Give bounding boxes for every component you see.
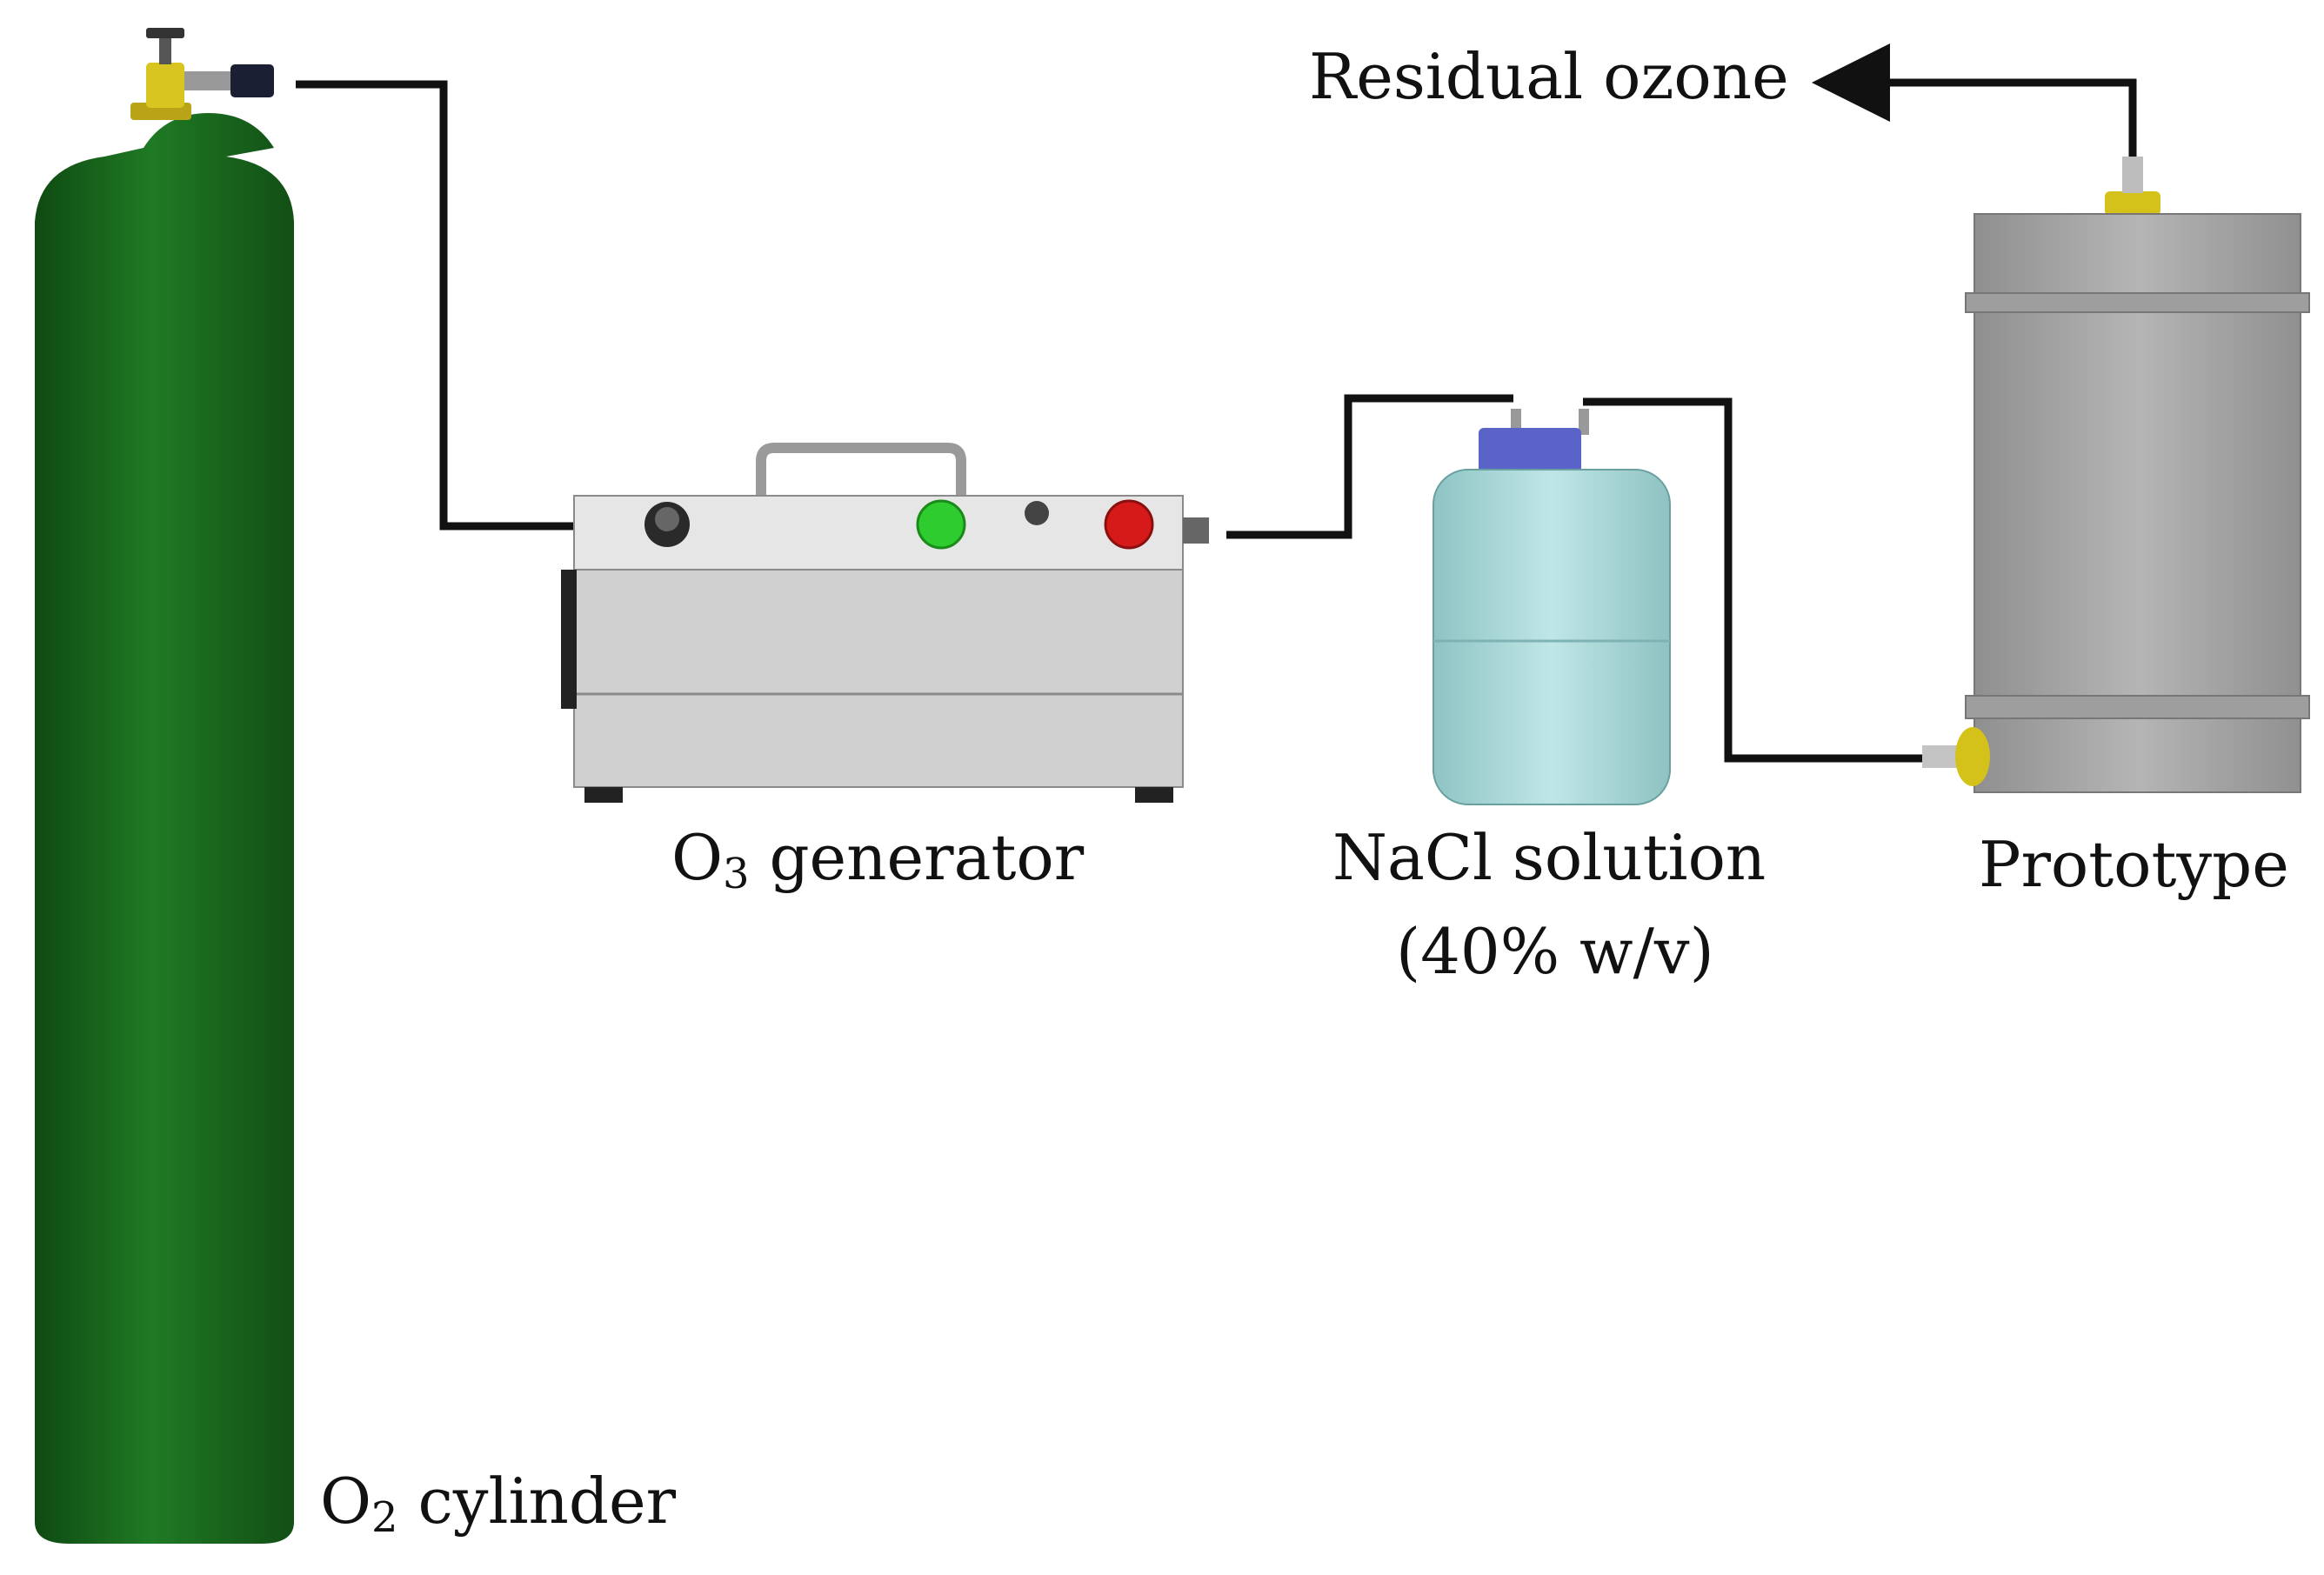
generator-body <box>573 569 1184 788</box>
bottle-body <box>1432 469 1671 805</box>
o3-generator-shape <box>561 443 1209 803</box>
valve-body <box>146 63 184 108</box>
valve-stem <box>159 35 171 64</box>
valve-connector <box>230 64 274 97</box>
tubing <box>296 43 2137 763</box>
prototype-band-top <box>1965 292 2310 313</box>
indicator-led <box>1025 501 1049 525</box>
prototype-inlet-fitting <box>1955 727 1990 786</box>
bottle-nozzle-right <box>1579 409 1589 435</box>
prototype-label: Prototype <box>1979 828 2289 901</box>
prototype-shape <box>1922 157 2310 793</box>
bottle-cap <box>1479 428 1581 473</box>
valve-outlet <box>184 71 237 90</box>
generator-inlet-knob-cap <box>655 507 679 531</box>
generator-foot-right <box>1135 787 1173 803</box>
valve-handle <box>146 28 184 38</box>
tube-bottle-to-prototype <box>1583 397 1927 763</box>
generator-handle <box>756 443 966 496</box>
tube-cylinder-to-generator <box>296 80 639 531</box>
nacl-label-line2: (40% w/v) <box>1396 915 1714 988</box>
generator-foot-left <box>584 787 623 803</box>
generator-outlet-port <box>1183 517 1209 544</box>
green-button <box>916 499 966 550</box>
cylinder-body <box>35 113 294 1544</box>
red-button <box>1104 499 1154 550</box>
o2-cylinder-label: O2 cylinder <box>320 1465 677 1542</box>
prototype-top-fitting <box>2105 191 2160 216</box>
generator-side-vent <box>561 570 577 709</box>
tube-generator-to-bottle <box>1226 394 1513 539</box>
residual-ozone-label: Residual ozone <box>1309 40 1789 113</box>
nacl-bottle-shape <box>1432 409 1671 805</box>
prototype-band-bottom <box>1965 695 2310 719</box>
o3-generator-label: O3 generator <box>671 821 1085 898</box>
o2-cylinder-shape <box>35 28 294 1544</box>
tube-prototype-outlet <box>1812 43 2137 157</box>
prototype-top-stem <box>2122 157 2143 193</box>
nacl-label-line1: NaCl solution <box>1332 821 1766 894</box>
